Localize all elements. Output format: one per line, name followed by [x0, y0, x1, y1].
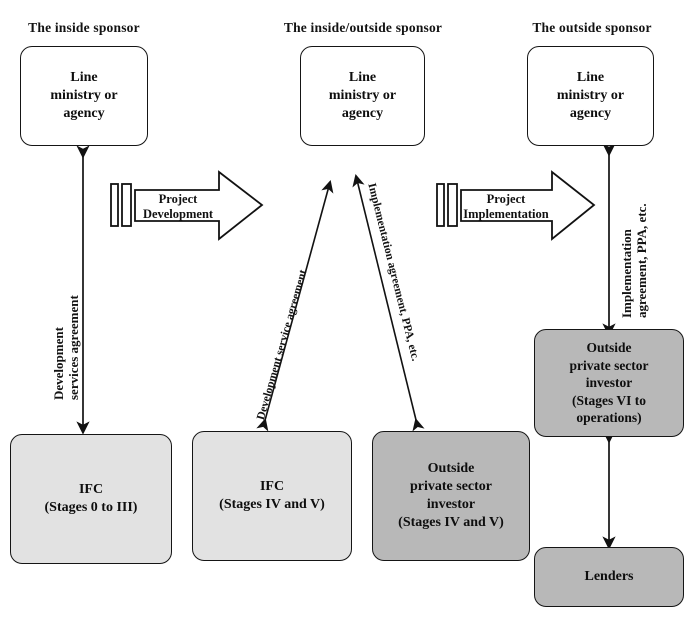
node-ifc2-line-1: IFC — [259, 478, 285, 494]
node-ifc1-line-2: (Stages 0 to III) — [44, 500, 138, 515]
node-oi2-line-2: private sector — [569, 357, 649, 373]
edge-label-dsa-line-2: services agreement — [65, 295, 81, 400]
node-mr-line-3: agency — [569, 106, 612, 122]
column-title-inside-outside-sponsor: The inside/outside sponsor — [283, 20, 443, 35]
block-arrow-pd-line-2: Development — [142, 207, 214, 221]
node-mm-line-2: ministry or — [328, 87, 397, 103]
node-line-ministry-or-agency-inside[interactable]: Line ministry or agency — [20, 46, 148, 146]
block-arrow-pi-line-2: Implementation — [463, 207, 549, 221]
connector-implementation-agreement-ppa-diagonal — [352, 173, 425, 432]
edge-label-implementation-agreement-ppa-vertical: Implementation agreement, PPA, etc. — [619, 203, 650, 318]
node-line-ministry-or-agency-inside-outside[interactable]: Line ministry or agency — [300, 46, 425, 146]
edge-label-implementation-agreement-ppa-diagonal: Implementation agreement, PPA, etc. — [365, 182, 422, 363]
node-outside-investor-stages-vi-to-operations[interactable]: Outside private sector investor (Stages … — [534, 329, 684, 437]
node-ifc2-line-2: (Stages IV and V) — [219, 497, 325, 512]
block-arrow-pd-line-1: Project — [158, 192, 198, 206]
block-arrow-project-implementation: Project Implementation — [458, 192, 554, 222]
node-ml-line-2: ministry or — [50, 87, 118, 103]
node-ml-line-1: Line — [70, 69, 98, 85]
edge-label-development-service-agreement: Development service agreement — [255, 268, 310, 422]
node-oi2-line-1: Outside — [586, 340, 632, 356]
block-arrow-project-development: Project Development — [135, 192, 221, 222]
node-oi1-line-1: Outside — [427, 460, 475, 476]
node-oi2-line-5: operations) — [576, 410, 642, 426]
node-mr-line-2: ministry or — [556, 87, 625, 103]
edge-label-development-services-agreement: Development services agreement — [51, 295, 82, 400]
node-oi1-line-3: investor — [426, 497, 476, 512]
node-oi2-line-4: (Stages VI to — [572, 392, 646, 408]
node-oi1-line-4: (Stages IV and V) — [398, 515, 504, 531]
node-lenders-line-1: Lenders — [584, 568, 634, 584]
node-outside-investor-stages-iv-and-v[interactable]: Outside private sector investor (Stages … — [372, 431, 530, 561]
node-oi2-line-3: investor — [585, 375, 633, 391]
node-ml-line-3: agency — [63, 106, 105, 122]
edge-label-iap-line-1: Implementation — [619, 229, 634, 318]
node-line-ministry-or-agency-outside[interactable]: Line ministry or agency — [527, 46, 654, 146]
node-mm-line-3: agency — [341, 106, 384, 122]
node-oi1-line-2: private sector — [409, 478, 493, 494]
node-ifc-stages-0-to-iii[interactable]: IFC (Stages 0 to III) — [10, 434, 172, 564]
node-mm-line-1: Line — [348, 69, 377, 85]
edge-label-dsa-line-1: Development — [51, 327, 66, 400]
block-arrow-pi-line-1: Project — [486, 192, 526, 206]
node-lenders[interactable]: Lenders — [534, 547, 684, 607]
node-mr-line-1: Line — [576, 69, 605, 85]
column-title-outside-sponsor: The outside sponsor — [532, 20, 652, 35]
node-ifc1-line-1: IFC — [78, 481, 104, 497]
node-ifc-stages-iv-and-v[interactable]: IFC (Stages IV and V) — [192, 431, 352, 561]
column-title-inside-sponsor: The inside sponsor — [28, 20, 140, 35]
edge-label-iap-line-2: agreement, PPA, etc. — [633, 203, 649, 318]
